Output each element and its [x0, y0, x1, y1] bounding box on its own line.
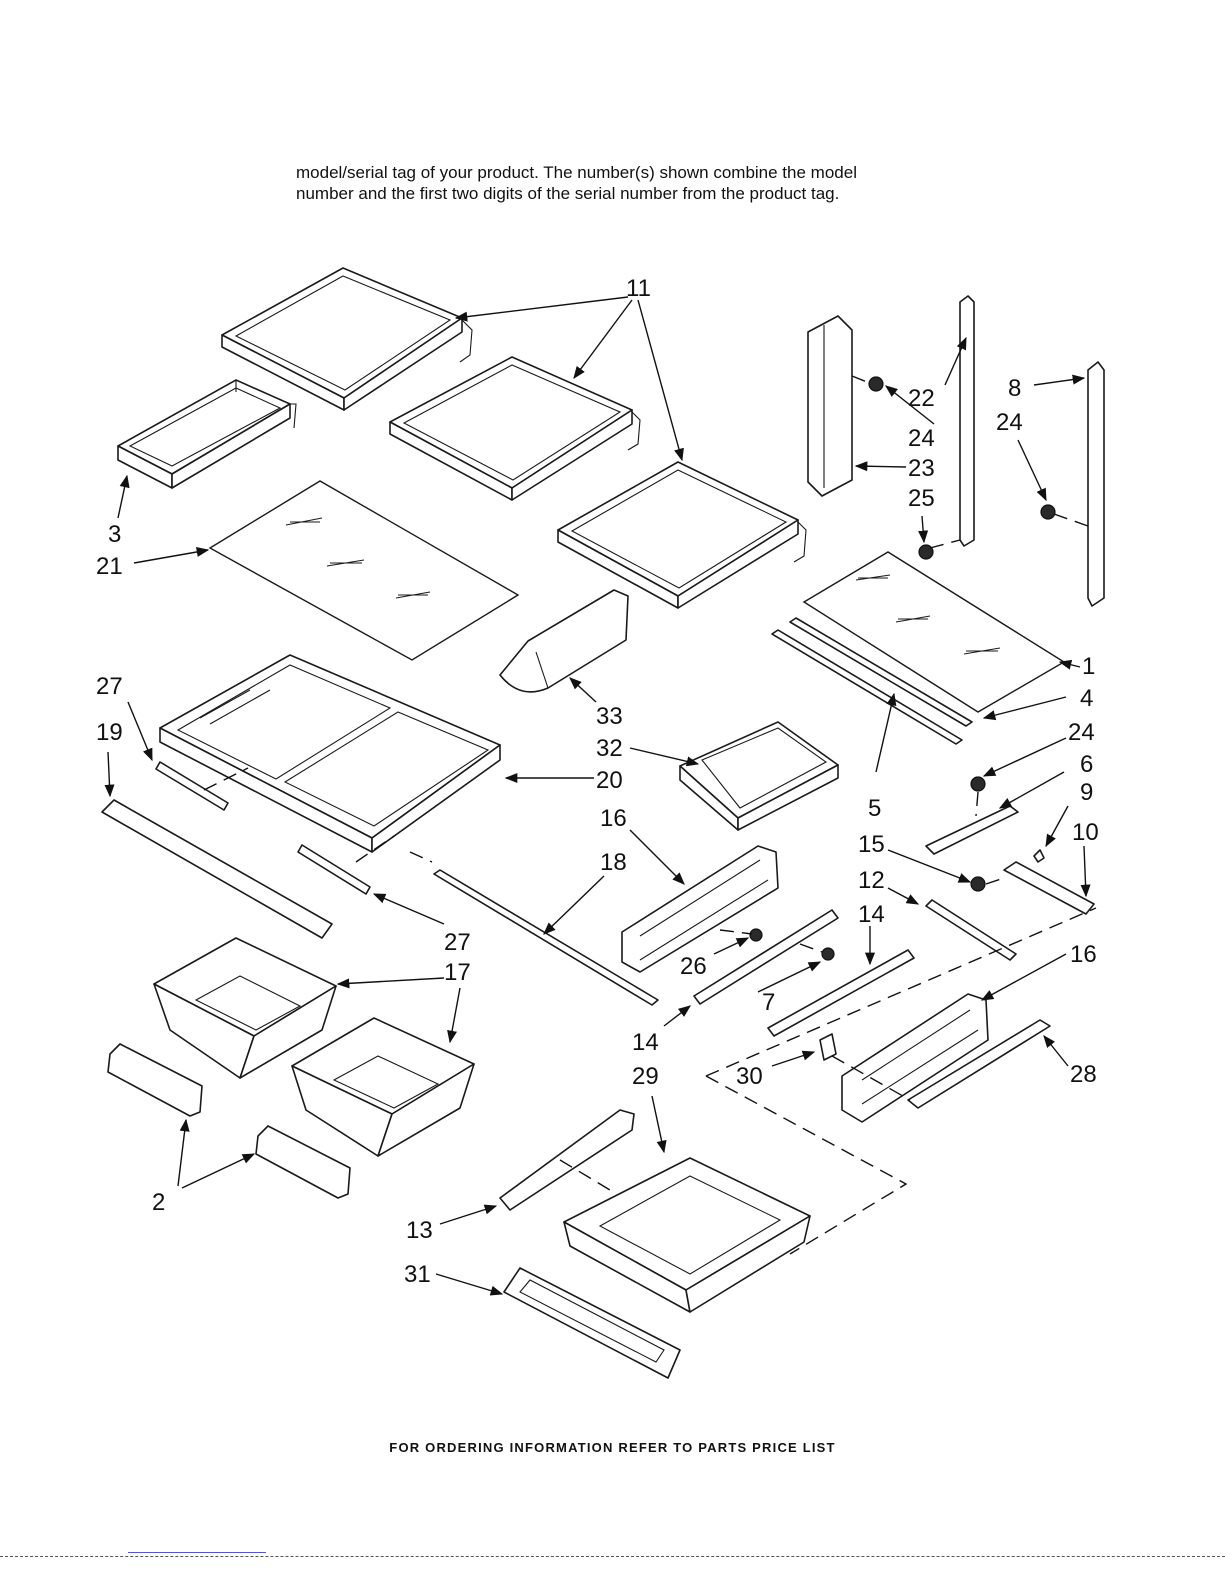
callout-25: 25 — [908, 485, 935, 512]
rail-part-13 — [499, 1109, 635, 1211]
callout-12: 12 — [858, 867, 885, 894]
drawer-part-17-upper — [153, 937, 337, 1079]
callout-32: 32 — [596, 735, 623, 762]
callout-22: 22 — [908, 385, 935, 412]
slide-part-14-left — [693, 909, 839, 1005]
callout-1: 1 — [1082, 653, 1095, 680]
screw-part-26 — [749, 928, 763, 942]
callout-19: 19 — [96, 719, 123, 746]
screw-part-24-right — [1040, 504, 1056, 520]
callout-26: 26 — [680, 953, 707, 980]
screw-part-7 — [821, 947, 835, 961]
shelf-part-11-bottom — [557, 461, 807, 609]
callout-21: 21 — [96, 553, 123, 580]
callout-33: 33 — [596, 703, 623, 730]
slide-part-27-upper — [155, 761, 229, 811]
bottom-link-underline — [128, 1552, 266, 1553]
callout-16-lower: 16 — [1070, 941, 1097, 968]
callout-3: 3 — [108, 521, 121, 548]
callout-24-upper: 24 — [908, 425, 935, 452]
glass-shelf-part-1 — [802, 551, 1066, 713]
callout-23: 23 — [908, 455, 935, 482]
clip-part-9 — [1033, 849, 1045, 863]
shelf-part-3 — [117, 379, 297, 489]
callout-24-lower: 24 — [1068, 719, 1095, 746]
callout-27-lower: 27 — [444, 929, 471, 956]
slide-part-14-right — [767, 949, 915, 1037]
rail-part-23 — [807, 315, 853, 497]
shelf-part-11-middle — [389, 356, 641, 501]
intro-text: model/serial tag of your product. The nu… — [296, 162, 956, 204]
housing-part-16-lower — [841, 993, 989, 1123]
page-bottom-divider — [0, 1556, 1225, 1557]
rail-part-22 — [959, 295, 975, 547]
tray-part-32 — [679, 721, 839, 831]
bracket-part-33 — [499, 589, 629, 693]
slide-part-27-lower — [297, 844, 371, 895]
housing-part-16-upper — [621, 845, 779, 973]
bracket-part-10 — [1003, 861, 1095, 915]
screw-part-25 — [918, 544, 934, 560]
callout-29: 29 — [632, 1063, 659, 1090]
callout-16-upper: 16 — [600, 805, 627, 832]
callout-27-upper: 27 — [96, 673, 123, 700]
drawer-front-part-31 — [503, 1267, 681, 1379]
callout-18: 18 — [600, 849, 627, 876]
callout-5: 5 — [868, 795, 881, 822]
callout-14-right: 14 — [858, 901, 885, 928]
shelf-part-11-top — [221, 267, 473, 411]
glass-shelf-part-21 — [208, 480, 520, 661]
screw-part-24-lower — [970, 776, 986, 792]
rod-part-18 — [433, 869, 659, 1006]
clip-part-30 — [819, 1033, 837, 1061]
trim-part-4 — [789, 617, 973, 727]
callout-15: 15 — [858, 831, 885, 858]
callout-14-left: 14 — [632, 1029, 659, 1056]
callout-17: 17 — [444, 959, 471, 986]
drawer-part-17-lower — [291, 1017, 475, 1157]
callout-28: 28 — [1070, 1061, 1097, 1088]
callout-labels: 11 3 21 22 24 23 25 8 24 1 4 24 6 9 10 5… — [96, 275, 1099, 1288]
callout-10: 10 — [1072, 819, 1099, 846]
drawer-front-part-2-left — [107, 1043, 203, 1117]
intro-line-1: model/serial tag of your product. The nu… — [296, 163, 857, 182]
rod-part-28 — [907, 1019, 1051, 1109]
callout-6: 6 — [1080, 751, 1093, 778]
callout-20: 20 — [596, 767, 623, 794]
callout-11: 11 — [626, 275, 651, 302]
callout-9: 9 — [1080, 779, 1093, 806]
intro-line-2: number and the first two digits of the s… — [296, 184, 840, 203]
callout-7: 7 — [762, 989, 775, 1016]
callout-31: 31 — [404, 1261, 431, 1288]
callout-2: 2 — [152, 1189, 165, 1216]
crisper-cover-part-20 — [159, 654, 501, 853]
rod-part-12 — [925, 899, 1017, 961]
bracket-part-6 — [925, 805, 1019, 855]
callout-8: 8 — [1008, 375, 1021, 402]
assembly-dashed-lines — [203, 375, 1097, 1255]
screw-part-24-upper — [868, 376, 884, 392]
callout-24-right: 24 — [996, 409, 1023, 436]
trim-part-19 — [101, 799, 333, 939]
drawer-front-part-2-right — [255, 1125, 351, 1199]
screw-part-15 — [970, 876, 986, 892]
rail-part-8 — [1087, 361, 1105, 607]
callout-13: 13 — [406, 1217, 433, 1244]
callout-4: 4 — [1080, 685, 1093, 712]
ordering-footer: FOR ORDERING INFORMATION REFER TO PARTS … — [389, 1440, 836, 1455]
trim-part-5 — [771, 629, 963, 745]
leader-lines — [104, 296, 1091, 1296]
drawer-part-29 — [563, 1157, 811, 1313]
callout-30: 30 — [736, 1063, 763, 1090]
